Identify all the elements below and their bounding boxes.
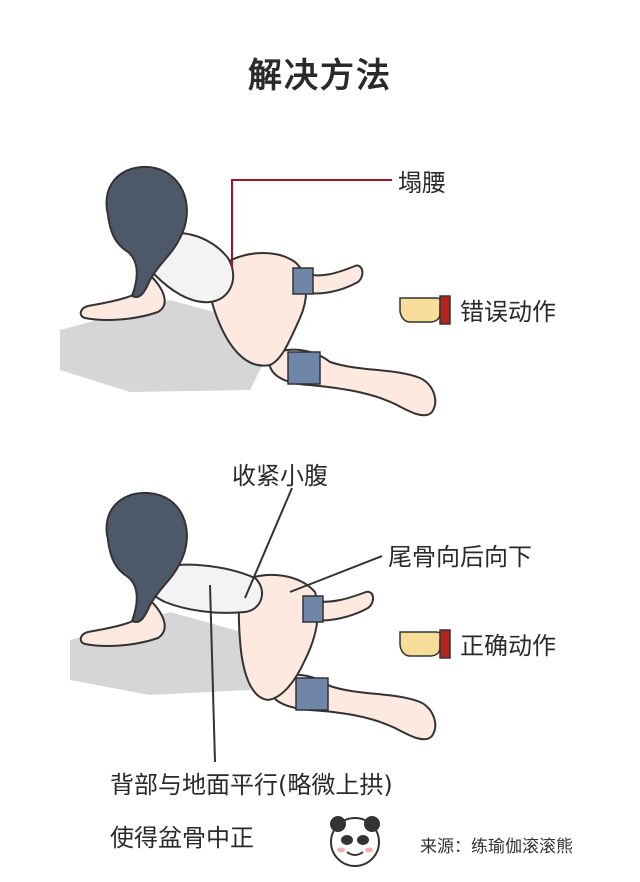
wrong-pointer-icon bbox=[399, 295, 451, 325]
tailbone-annotation-label: 尾骨向后向下 bbox=[388, 543, 532, 571]
wrong-action-label: 错误动作 bbox=[460, 298, 556, 326]
tailbone-callout-line bbox=[289, 555, 383, 593]
correct-pointer-icon bbox=[399, 629, 451, 659]
correct-back-foot bbox=[308, 590, 374, 622]
correct-thigh bbox=[237, 573, 319, 702]
correct-hair bbox=[105, 491, 188, 623]
source-credit: 来源：练瑜伽滚滚熊 bbox=[420, 837, 573, 857]
belly-annotation-label: 收紧小腹 bbox=[232, 462, 328, 490]
back-note-line1: 背部与地面平行(略微上拱) bbox=[110, 771, 393, 799]
wrong-arm bbox=[79, 273, 166, 321]
wrong-annotation-label: 塌腰 bbox=[398, 169, 446, 197]
page-title: 解决方法 bbox=[248, 56, 392, 96]
correct-knee-band bbox=[295, 677, 329, 711]
wrong-hip bbox=[208, 252, 308, 367]
correct-ankle-band-top bbox=[302, 595, 324, 623]
wrong-hair bbox=[105, 165, 188, 298]
correct-pose-illustration bbox=[70, 487, 437, 763]
correct-arm bbox=[79, 598, 166, 647]
back-note-line2: 使得盆骨中正 bbox=[110, 824, 254, 852]
correct-torso bbox=[144, 563, 264, 614]
wrong-callout-line bbox=[231, 179, 392, 268]
back-callout-line bbox=[209, 584, 216, 763]
wrong-back-foot bbox=[298, 264, 364, 295]
belly-callout-line bbox=[244, 487, 293, 599]
correct-lower-leg bbox=[268, 673, 437, 741]
panda-logo-icon bbox=[330, 816, 380, 867]
wrong-pose-illustration bbox=[60, 165, 437, 417]
wrong-knee-band bbox=[287, 351, 321, 385]
correct-action-label: 正确动作 bbox=[460, 632, 556, 660]
wrong-ankle-band-top bbox=[292, 267, 314, 295]
